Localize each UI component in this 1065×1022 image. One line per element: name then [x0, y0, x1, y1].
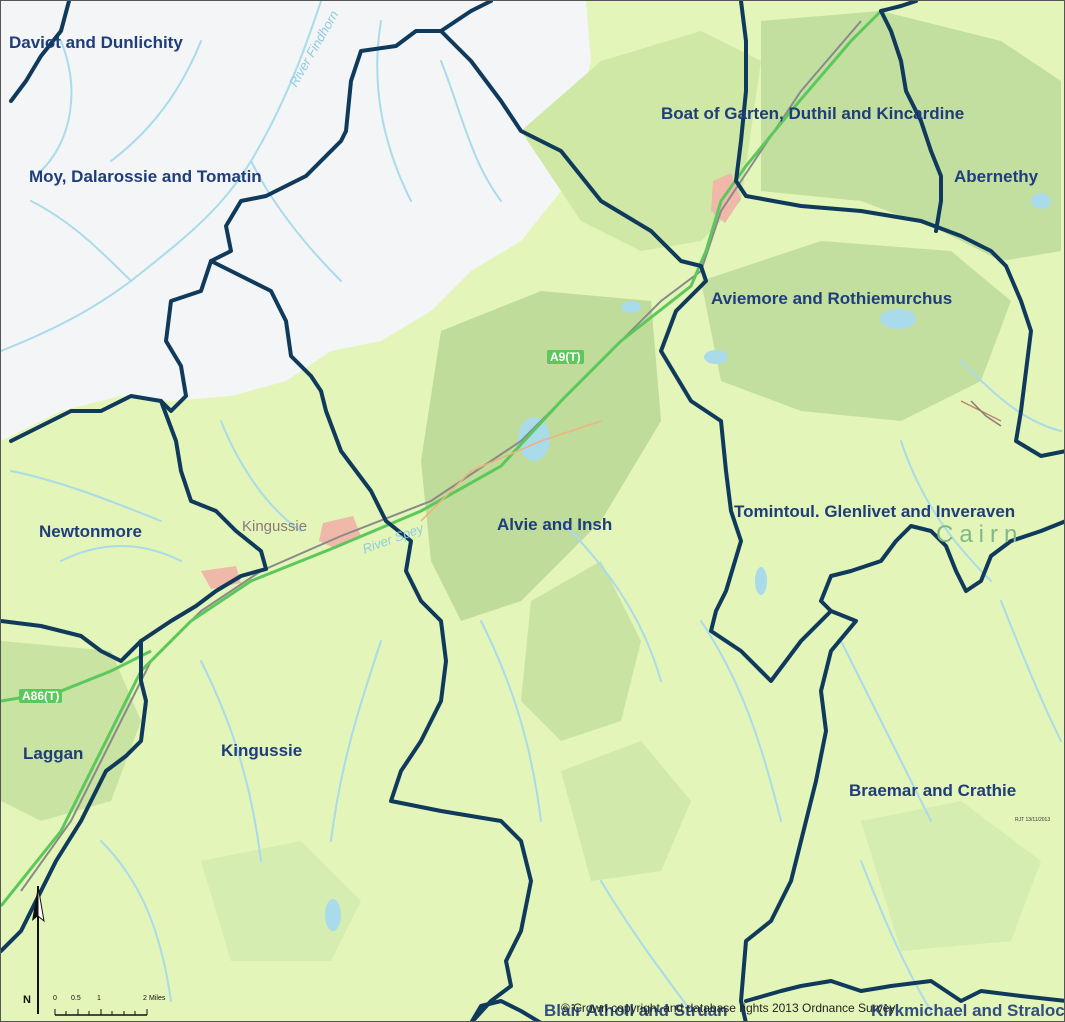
town-label-kingussie: Kingussie [242, 518, 308, 535]
area-label-bottom-right: Kirkmichael and Straloch [871, 1001, 1065, 1020]
north-arrow-icon [32, 885, 45, 1014]
boundary [209, 259, 533, 1021]
area-label-bottom-center: Blair Atholl and Struan [544, 1001, 728, 1020]
boundary [744, 979, 1064, 1003]
minor-road [420, 420, 602, 522]
copyright-notice: © Crown copyright and database rights 20… [561, 1001, 896, 1015]
loch [755, 567, 767, 595]
scale-unit: Miles [149, 995, 166, 1002]
area-label-tomintoul: Tomintoul. Glenlivet and Inveraven [734, 502, 1016, 521]
loch [325, 899, 341, 931]
area-label-moy: Moy, Dalarossie and Tomatin [29, 167, 262, 186]
forest-patch [561, 741, 691, 881]
area-label-aviemore: Aviemore and Rothiemurchus [711, 289, 953, 308]
area-label-laggan: Laggan [23, 744, 84, 763]
loch [1031, 193, 1051, 209]
boundary [879, 1, 918, 13]
scale-tick-1: 1 [97, 995, 101, 1002]
forest-patch [201, 841, 361, 961]
boundary [9, 1, 71, 103]
loch [518, 417, 550, 461]
area-label-daviot: Daviot and Dunlichity [9, 33, 183, 52]
road-a9 [1, 9, 883, 907]
scale-tick-05: 0.5 [71, 995, 81, 1002]
scale-tick-2: 2 [143, 995, 147, 1002]
railway-line [20, 20, 862, 892]
forest-patch [861, 801, 1041, 951]
boundary [469, 999, 542, 1021]
forest-patch [521, 561, 641, 741]
river-findhorn [1, 1, 322, 352]
forest-patch [521, 31, 761, 251]
road-shield-a86: A86(T) [19, 689, 63, 703]
region-label-cairngorms: Cairn [936, 521, 1024, 548]
boundary [879, 9, 943, 233]
boundary [1, 639, 148, 953]
boundary [439, 29, 858, 1021]
area-label-braemar: Braemar and Crathie [849, 781, 1017, 800]
forest-patch [761, 11, 1061, 261]
loch [621, 301, 641, 313]
north-arrow: N [23, 885, 53, 1021]
north-label: N [23, 994, 31, 1006]
boundary [9, 1, 493, 443]
production-stamp: RJT 13/11/2013 [1015, 817, 1051, 823]
loch [880, 309, 916, 329]
minor-boundary [970, 400, 1002, 427]
road-shield-a9: A9(T) [547, 350, 584, 364]
boundary [1, 399, 268, 663]
forest-patch [1, 641, 141, 821]
area-label-alvie: Alvie and Insh [497, 515, 613, 534]
area-label-boat-of-garten: Boat of Garten, Duthil and Kincardine [661, 104, 965, 123]
scale-bar: 0 0.5 1 2 Miles [51, 993, 165, 1021]
boundary [734, 1, 1064, 458]
area-label-abernethy: Abernethy [954, 167, 1039, 186]
area-label-kingussie: Kingussie [221, 741, 303, 760]
scale-bar-graphic [54, 1009, 148, 1016]
forest-patch [701, 241, 1011, 421]
scale-tick-0: 0 [53, 995, 57, 1002]
area-label-newtonmore: Newtonmore [39, 522, 142, 541]
moorland-area [1, 1, 591, 441]
boundary [819, 519, 1064, 613]
loch [704, 350, 728, 364]
